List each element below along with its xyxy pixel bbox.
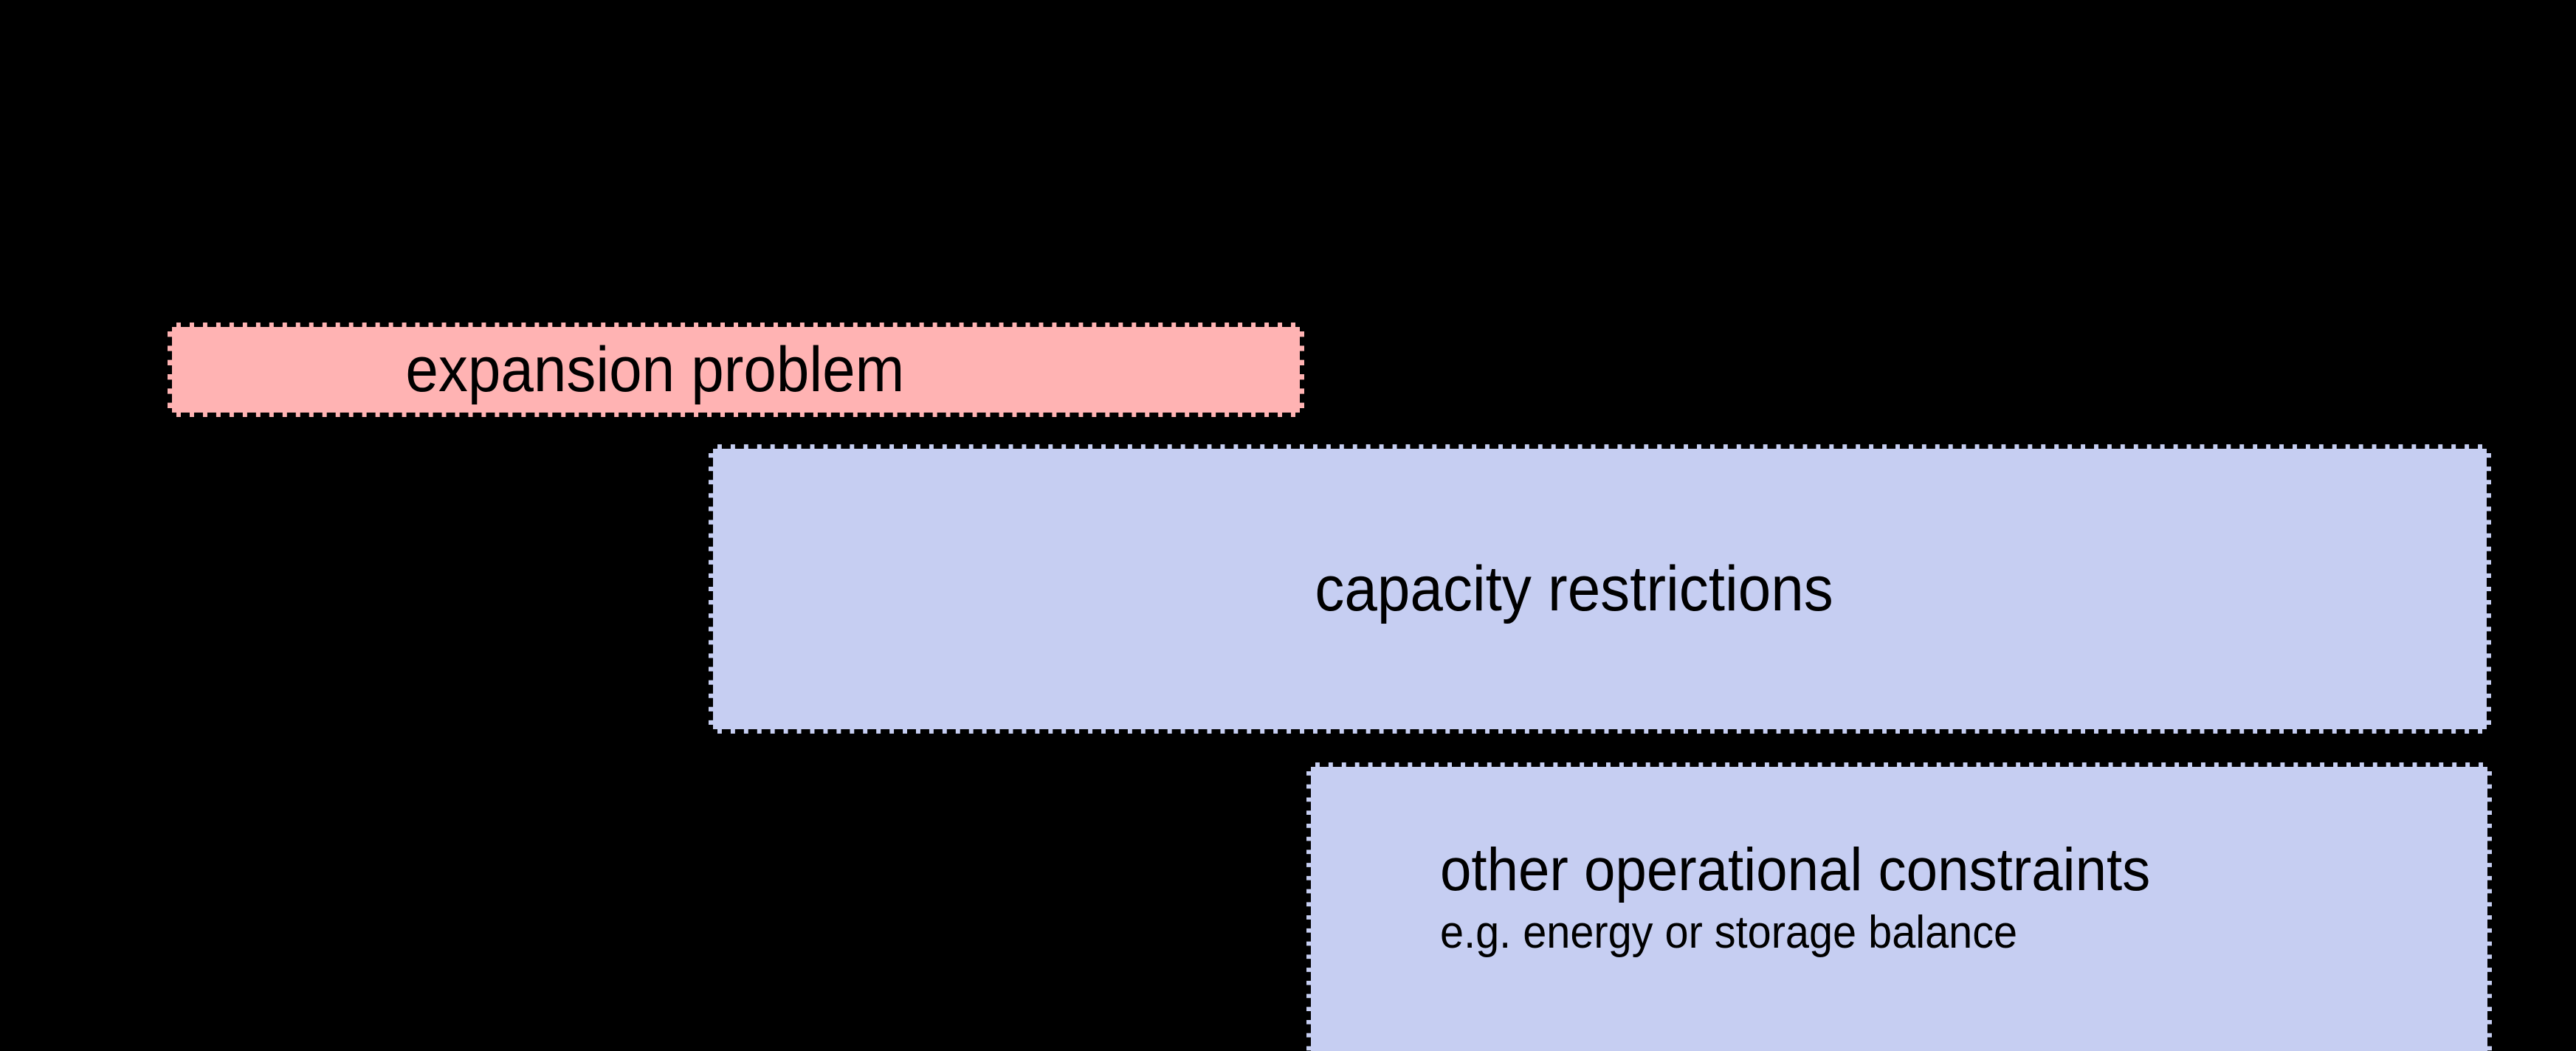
- box-other-operational-constraints-text-stack: other operational constraints e.g. energ…: [1440, 839, 2204, 957]
- box-expansion-problem-label: expansion problem: [405, 334, 904, 405]
- box-other-operational-constraints-sublabel: e.g. energy or storage balance: [1440, 906, 2018, 958]
- box-capacity-restrictions-label: capacity restrictions: [1315, 554, 1833, 624]
- box-capacity-restrictions[interactable]: capacity restrictions: [709, 444, 2491, 734]
- box-other-operational-constraints-label: other operational constraints: [1440, 836, 2151, 903]
- box-other-operational-constraints[interactable]: other operational constraints e.g. energ…: [1306, 762, 2492, 1051]
- box-expansion-problem[interactable]: expansion problem: [168, 323, 1304, 417]
